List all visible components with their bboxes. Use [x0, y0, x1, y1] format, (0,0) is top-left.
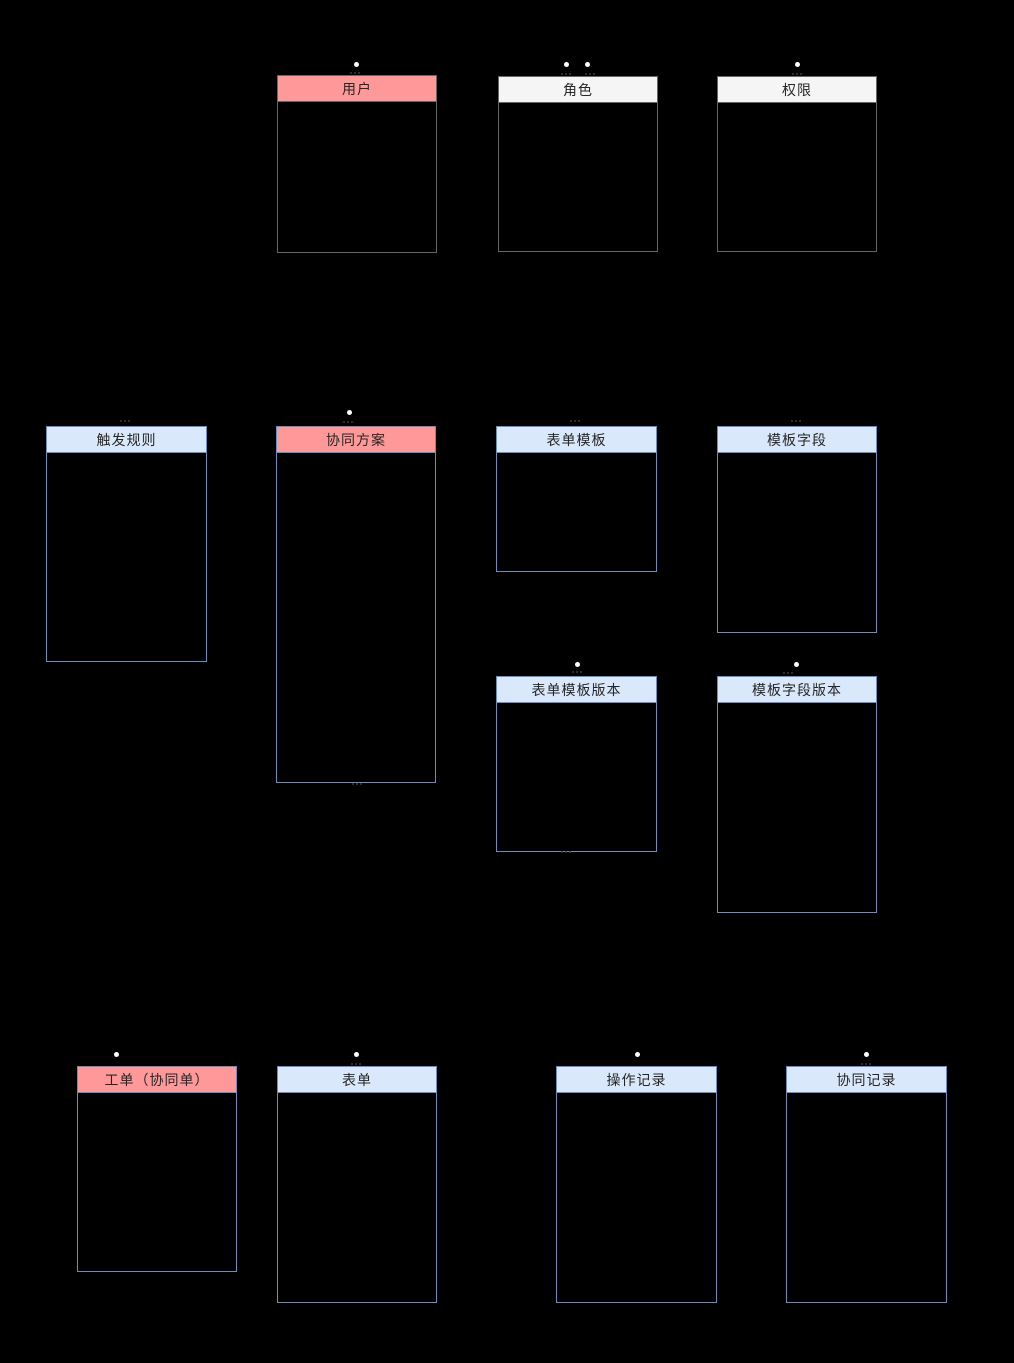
entity-form-template-header: 表单模板	[497, 427, 656, 453]
connector-dot	[564, 62, 569, 67]
entity-operation-record[interactable]: 操作记录	[556, 1066, 717, 1303]
entity-form-template-version-body	[497, 703, 656, 851]
entity-user-header: 用户	[278, 76, 436, 102]
entity-role-header: 角色	[499, 77, 657, 103]
hidden-label-artifact	[861, 1063, 863, 1065]
connector-dot	[114, 1052, 119, 1057]
entity-form-body	[278, 1093, 436, 1302]
connector-dot	[585, 62, 590, 67]
entity-template-field-version-header: 模板字段版本	[718, 677, 876, 703]
entity-template-field-header: 模板字段	[718, 427, 876, 453]
entity-permission-body	[718, 103, 876, 251]
entity-template-field-version-label: 模板字段版本	[752, 681, 842, 698]
entity-user[interactable]: 用户	[277, 75, 437, 253]
entity-work-order-body	[78, 1093, 236, 1271]
hidden-label-artifact	[783, 672, 785, 674]
entity-template-field-version-body	[718, 703, 876, 912]
entity-template-field-label: 模板字段	[767, 431, 827, 448]
entity-template-field-version[interactable]: 模板字段版本	[717, 676, 877, 913]
entity-form-template-version[interactable]: 表单模板版本	[496, 676, 657, 852]
entity-work-order-header: 工单（协同单）	[78, 1067, 236, 1093]
hidden-label-artifact	[352, 783, 354, 785]
entity-trigger-rule-header: 触发规则	[47, 427, 206, 453]
hidden-label-artifact	[561, 851, 563, 853]
entity-form-template[interactable]: 表单模板	[496, 426, 657, 572]
entity-role[interactable]: 角色	[498, 76, 658, 252]
hidden-label-artifact	[120, 420, 122, 422]
hidden-label-artifact	[561, 73, 563, 75]
hidden-label-artifact	[351, 1063, 353, 1065]
entity-user-label: 用户	[342, 80, 372, 97]
entity-form-template-version-label: 表单模板版本	[531, 681, 622, 698]
entity-trigger-rule-body	[47, 453, 206, 661]
hidden-label-artifact	[585, 73, 587, 75]
entity-form-header: 表单	[278, 1067, 436, 1093]
entity-form-label: 表单	[342, 1071, 372, 1088]
entity-collab-plan-body	[277, 453, 435, 782]
entity-form-template-version-header: 表单模板版本	[497, 677, 656, 703]
hidden-label-artifact	[792, 73, 794, 75]
entity-form-template-label: 表单模板	[546, 431, 607, 448]
entity-work-order-label: 工单（协同单）	[104, 1071, 210, 1088]
entity-permission-header: 权限	[718, 77, 876, 103]
entity-trigger-rule[interactable]: 触发规则	[46, 426, 207, 662]
connector-dot	[864, 1052, 869, 1057]
entity-collab-plan-label: 协同方案	[326, 431, 386, 448]
entity-collab-record-header: 协同记录	[787, 1067, 946, 1093]
entity-permission-label: 权限	[782, 81, 812, 98]
entity-template-field[interactable]: 模板字段	[717, 426, 877, 633]
entity-operation-record-header: 操作记录	[557, 1067, 716, 1093]
entity-template-field-body	[718, 453, 876, 632]
hidden-label-artifact	[570, 420, 572, 422]
connector-dot	[354, 1052, 359, 1057]
entity-operation-record-body	[557, 1093, 716, 1302]
entity-collab-plan-header: 协同方案	[277, 427, 435, 453]
entity-role-label: 角色	[563, 81, 593, 98]
entity-work-order[interactable]: 工单（协同单）	[77, 1066, 237, 1272]
connector-dot	[794, 662, 799, 667]
entity-form-template-body	[497, 453, 656, 571]
hidden-label-artifact	[791, 420, 793, 422]
connector-dot	[347, 410, 352, 415]
entity-collab-record-body	[787, 1093, 946, 1302]
hidden-label-artifact	[572, 671, 574, 673]
entity-collab-record-label: 协同记录	[836, 1071, 897, 1088]
entity-permission[interactable]: 权限	[717, 76, 877, 252]
connector-dot	[575, 662, 580, 667]
entity-collab-plan[interactable]: 协同方案	[276, 426, 436, 783]
entity-collab-record[interactable]: 协同记录	[786, 1066, 947, 1303]
connector-dot	[354, 62, 359, 67]
connector-dot	[795, 62, 800, 67]
entity-user-body	[278, 102, 436, 252]
entity-role-body	[499, 103, 657, 251]
hidden-label-artifact	[343, 421, 345, 423]
connector-dot	[635, 1052, 640, 1057]
entity-trigger-rule-label: 触发规则	[96, 431, 157, 448]
entity-operation-record-label: 操作记录	[606, 1071, 667, 1088]
hidden-label-artifact	[350, 72, 352, 74]
entity-form[interactable]: 表单	[277, 1066, 437, 1303]
